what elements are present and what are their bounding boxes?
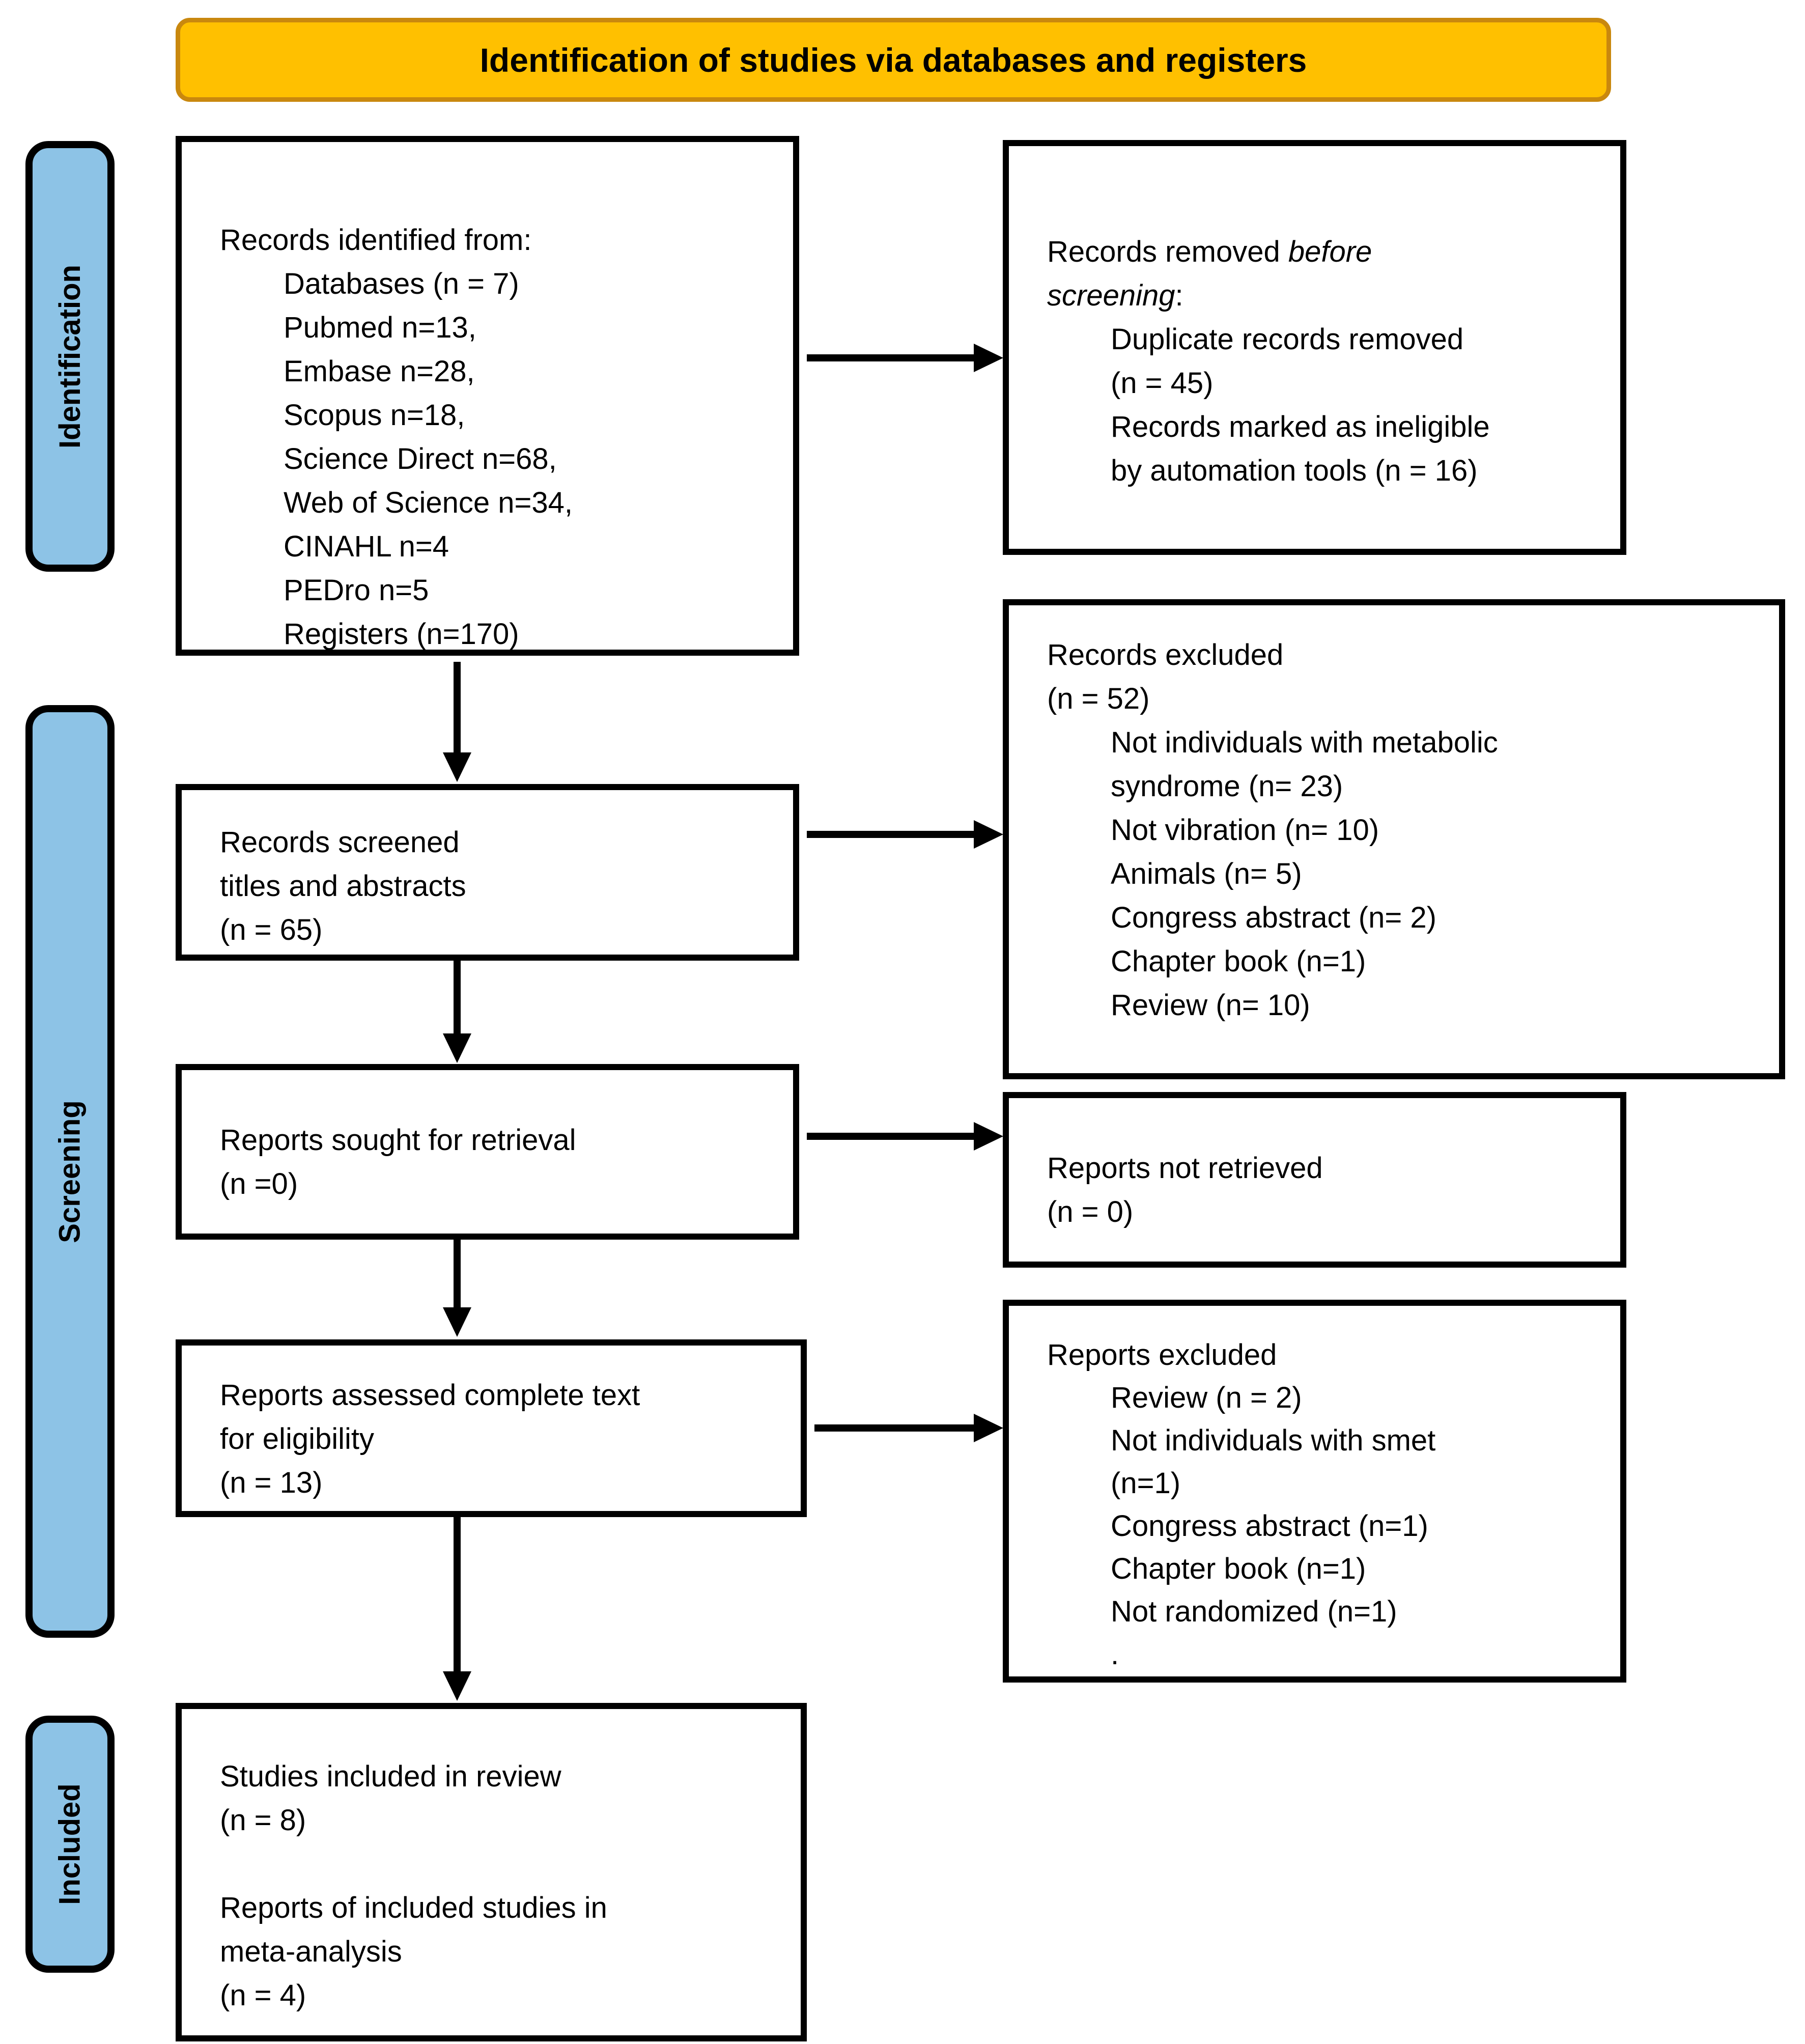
box-line: Duplicate records removed: [1111, 323, 1464, 356]
box-line: Not randomized (n=1): [1111, 1595, 1397, 1628]
box-line: (n = 45): [1111, 367, 1214, 400]
banner-title-label: Identification of studies via databases …: [480, 41, 1307, 79]
stage-label-identification: Identification: [25, 141, 115, 572]
box-line: Records removed before: [1047, 235, 1372, 268]
box-line: Web of Science n=34,: [284, 486, 573, 519]
box-line: Congress abstract (n=1): [1111, 1509, 1428, 1543]
box-reports-not-retrieved: Reports not retrieved (n = 0): [1003, 1092, 1626, 1268]
box-line: Databases (n = 7): [284, 267, 519, 300]
box-line: Animals (n= 5): [1111, 857, 1302, 890]
box-line: (n = 65): [220, 913, 323, 946]
box-line: (n = 8): [220, 1804, 306, 1837]
box-line: Reports sought for retrieval: [220, 1124, 576, 1157]
box-line: Reports assessed complete text: [220, 1379, 640, 1412]
box-records-removed-before-screening: Records removed before screening: Duplicat…: [1003, 140, 1626, 555]
box-line: Congress abstract (n= 2): [1111, 901, 1436, 934]
box-records-screened: Records screened titles and abstracts (n =…: [176, 784, 799, 961]
box-line: meta-analysis: [220, 1935, 402, 1968]
box-line: Records screened: [220, 826, 460, 859]
box-line: Not vibration (n= 10): [1111, 814, 1379, 847]
stage-label-identification-text: Identification: [53, 264, 87, 449]
arrow-down-screened-to-sought: [443, 961, 471, 1063]
box-line: for eligibility: [220, 1422, 374, 1455]
box-line: Records identified from:: [220, 223, 532, 257]
box-line: Reports of included studies in: [220, 1891, 607, 1924]
box-line: Studies included in review: [220, 1760, 561, 1793]
box-line: Chapter book (n=1): [1111, 1552, 1366, 1585]
box-line: Embase n=28,: [284, 355, 475, 388]
box-line: PEDro n=5: [284, 574, 429, 607]
box-line: titles and abstracts: [220, 870, 466, 903]
box-line: (n = 13): [220, 1466, 323, 1499]
box-line: CINAHL n=4: [284, 530, 449, 563]
box-line: syndrome (n= 23): [1111, 770, 1343, 803]
box-line: Reports not retrieved: [1047, 1152, 1323, 1185]
box-line: Science Direct n=68,: [284, 442, 557, 475]
banner-title: Identification of studies via databases …: [176, 18, 1611, 102]
box-line: screening:: [1047, 279, 1183, 312]
box-line: Not individuals with metabolic: [1111, 726, 1498, 759]
box-studies-included-in-review: Studies included in review (n = 8) Report…: [176, 1703, 807, 2041]
box-line: Records excluded: [1047, 638, 1284, 671]
arrow-down-identified-to-screened: [443, 662, 471, 782]
arrow-down-assessed-to-included: [443, 1517, 471, 1701]
box-line: .: [1111, 1638, 1119, 1671]
box-line: (n = 52): [1047, 682, 1150, 715]
box-line: (n=1): [1111, 1467, 1181, 1500]
box-line: Chapter book (n=1): [1111, 945, 1366, 978]
box-reports-sought-for-retrieval: Reports sought for retrieval (n =0): [176, 1064, 799, 1240]
stage-label-screening: Screening: [25, 705, 115, 1638]
box-line: [182, 1842, 801, 1886]
arrow-right-assessed-to-excluded: [814, 1414, 1003, 1442]
box-line: Not individuals with smet: [1111, 1424, 1436, 1457]
box-line: Pubmed n=13,: [284, 311, 476, 344]
stage-label-screening-text: Screening: [53, 1100, 87, 1243]
box-line: Reports excluded: [1047, 1338, 1277, 1371]
stage-label-included: Included: [25, 1716, 115, 1973]
box-line: Review (n = 2): [1111, 1381, 1302, 1414]
box-records-excluded: Records excluded (n = 52) Not individuals …: [1003, 599, 1785, 1079]
box-line: by automation tools (n = 16): [1111, 454, 1478, 487]
stage-label-included-text: Included: [53, 1783, 87, 1905]
box-line: (n =0): [220, 1167, 298, 1200]
arrow-right-identified-to-removed: [807, 344, 1003, 372]
box-line: (n = 0): [1047, 1195, 1134, 1228]
box-records-identified: Records identified from: Databases (n = 7…: [176, 136, 799, 656]
box-line: Records marked as ineligible: [1111, 410, 1490, 443]
box-reports-assessed-for-eligibility: Reports assessed complete text for eligib…: [176, 1339, 807, 1517]
box-line: (n = 4): [220, 1979, 306, 2012]
box-line: Scopus n=18,: [284, 399, 465, 432]
box-line: Review (n= 10): [1111, 989, 1310, 1022]
box-line: Registers (n=170): [284, 618, 519, 651]
arrow-right-screened-to-excluded: [807, 820, 1003, 849]
arrow-down-sought-to-assessed: [443, 1235, 471, 1337]
arrow-right-sought-to-not-retrieved: [807, 1122, 1003, 1151]
